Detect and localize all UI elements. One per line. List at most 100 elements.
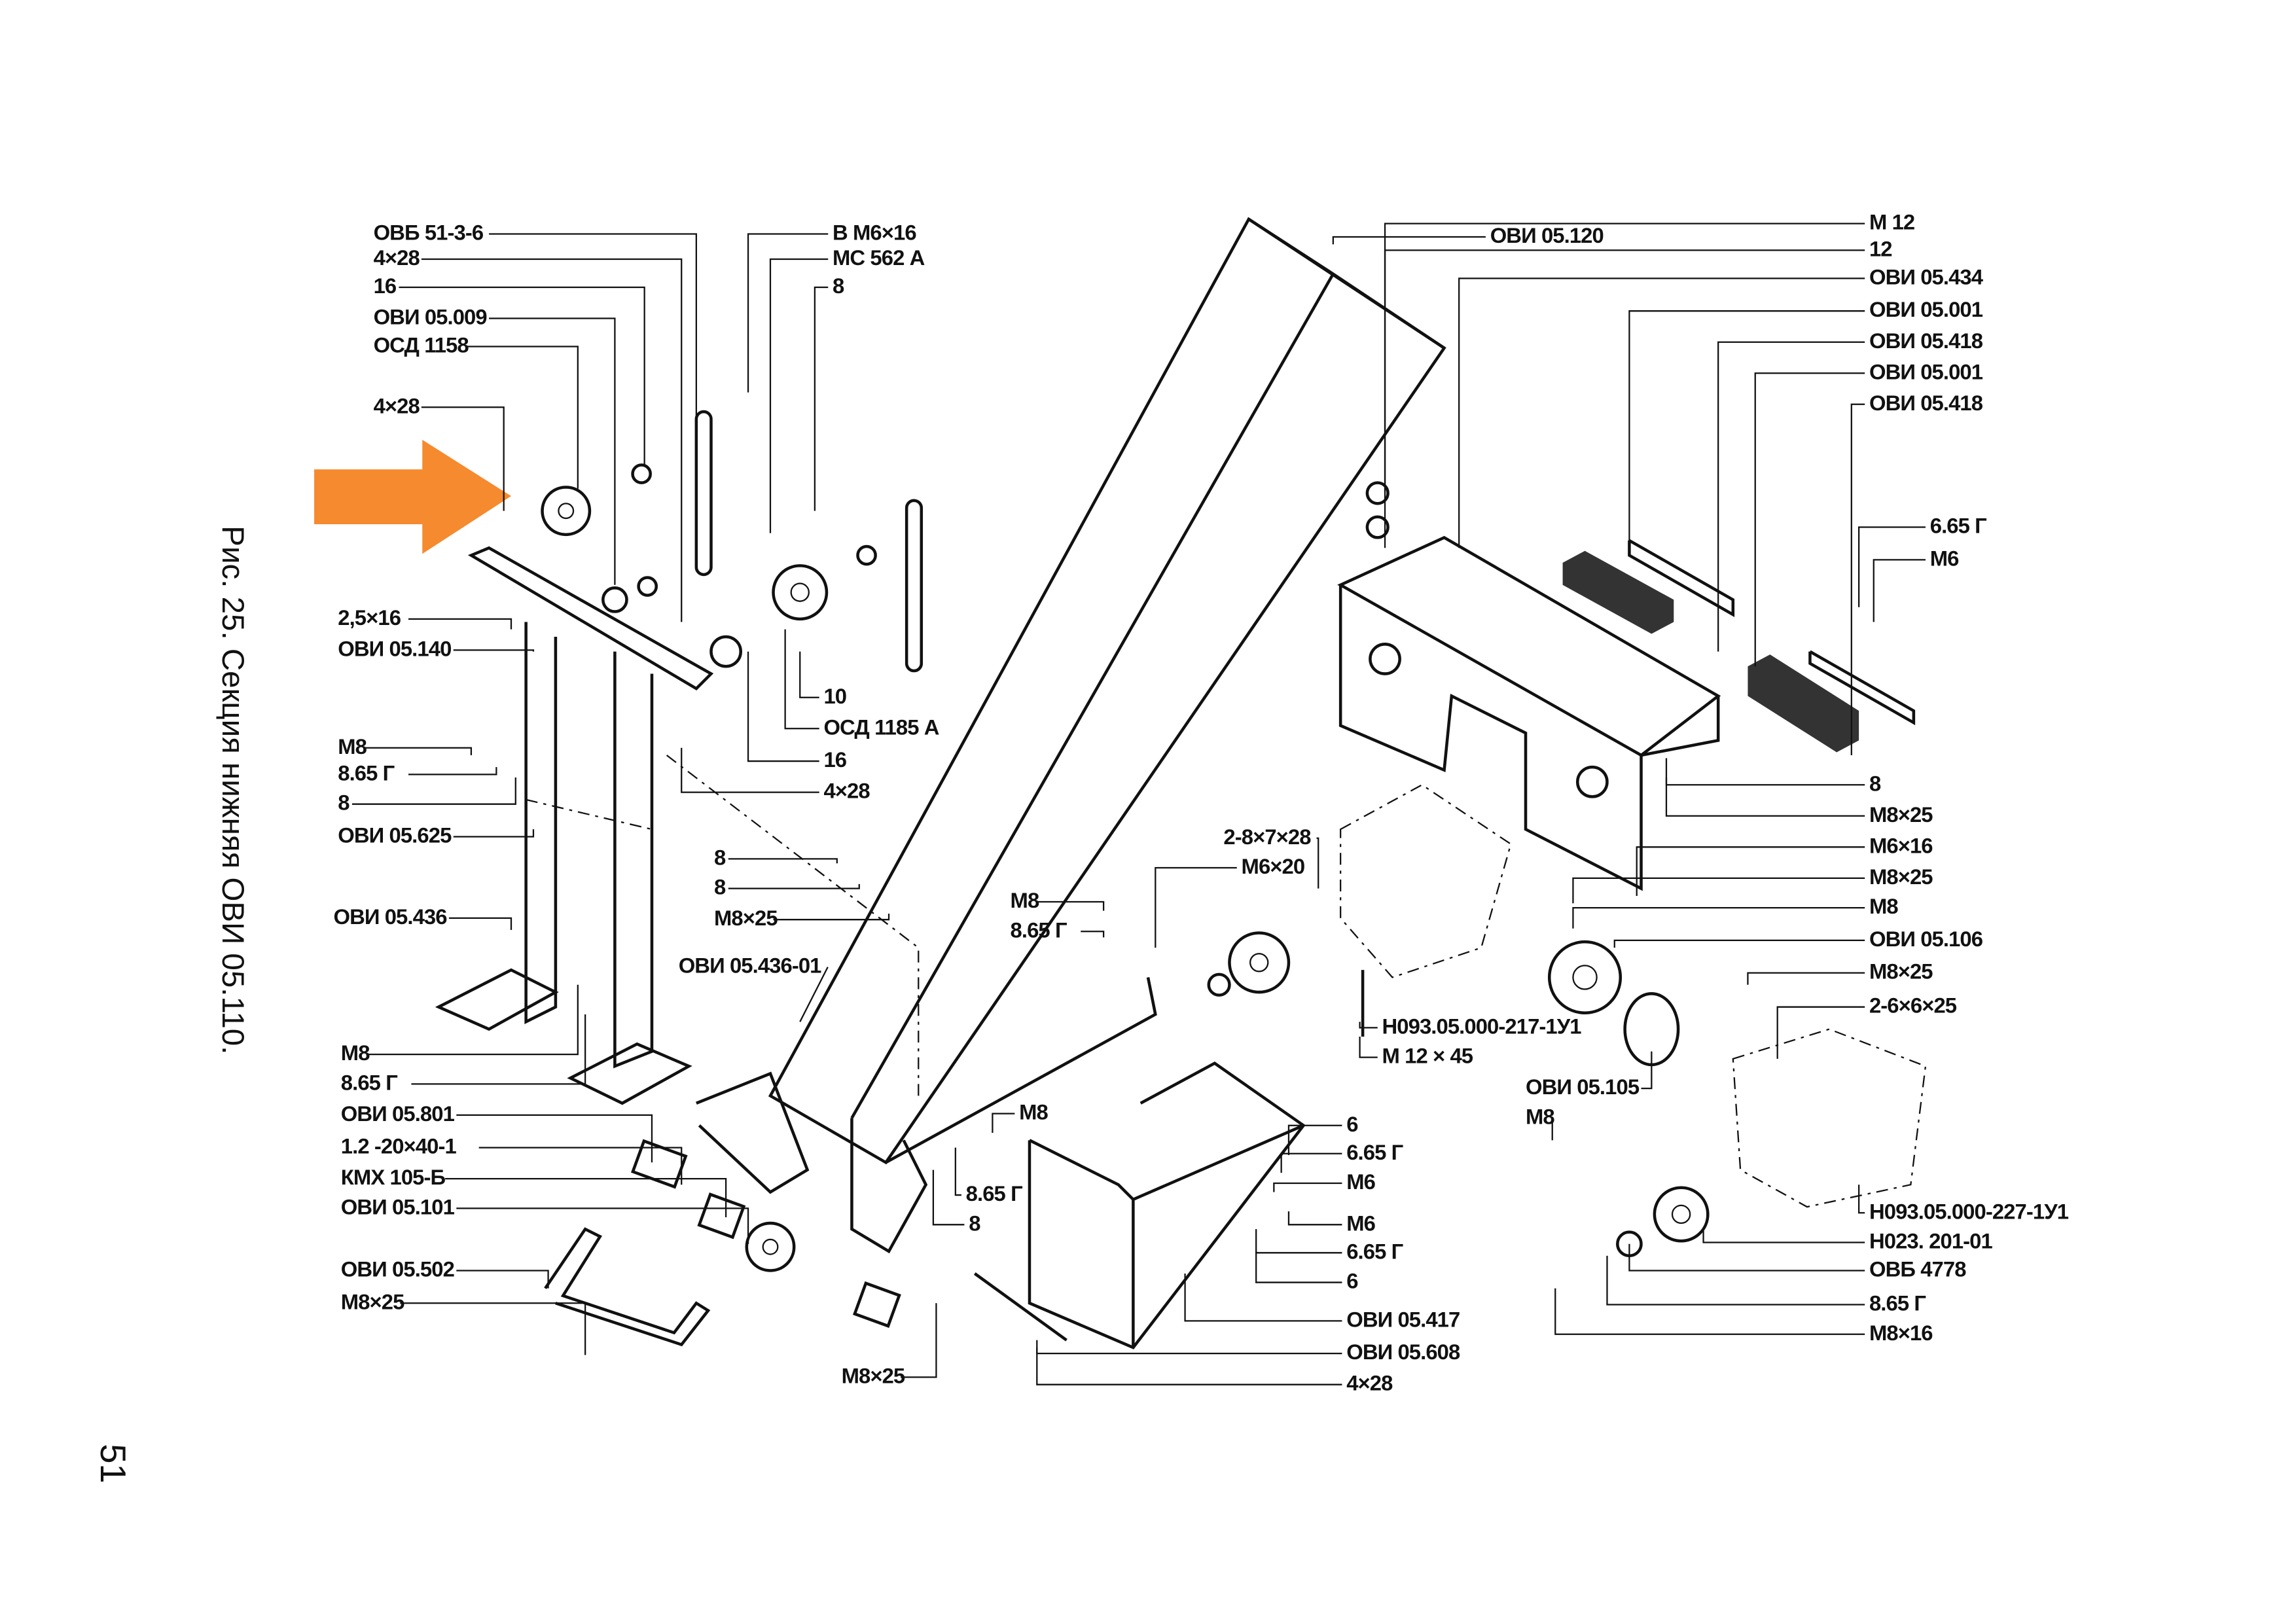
part-label: М8 (1869, 894, 1898, 918)
part-label: ОВИ 05.436-01 (679, 954, 821, 978)
part-label: 6.65 Г (1346, 1239, 1403, 1263)
leader-line (954, 1147, 961, 1196)
leader-line (466, 346, 579, 489)
part-label: 4×28 (1346, 1371, 1393, 1395)
part-label: ОВИ 05.436 (333, 904, 447, 929)
part-label: ОВИ 05.001 (1869, 297, 1983, 321)
frame-box (1337, 535, 1721, 891)
leader-line (366, 984, 579, 1056)
part-label: ОВИ 05.106 (1869, 927, 1983, 951)
leader-line (1702, 1229, 1865, 1243)
leader-line (1754, 372, 1865, 667)
part-label: 1.2 -20×40-1 (341, 1134, 457, 1158)
leader-line (408, 767, 497, 776)
leader-line (1551, 1117, 1553, 1141)
figure-caption: Рис. 25. Секция нижняя ОВИ 05.110. (215, 526, 250, 1054)
part-label: 2,5×16 (338, 605, 401, 630)
leader-line (478, 1147, 683, 1185)
leader-line (728, 883, 860, 889)
leader-line (421, 258, 683, 622)
part-label: ОВИ 05.001 (1869, 359, 1983, 383)
part-label: ОВИ 05.434 (1869, 264, 1984, 289)
part-label: 8 (714, 875, 726, 899)
leader-line (489, 317, 616, 585)
part-label: 4×28 (823, 779, 870, 803)
part-label: М 12 (1869, 210, 1914, 234)
gearboxes (526, 755, 1927, 1208)
part-label: ОВИ 05.502 (341, 1257, 454, 1281)
part-label: 8.65 Г (341, 1070, 397, 1094)
leader-line (1332, 236, 1486, 245)
part-label: 8.65 Г (338, 760, 394, 785)
part-label: ОСД 1185 А (823, 715, 939, 739)
leader-line (456, 1114, 653, 1163)
part-label: М8 (341, 1041, 370, 1065)
part-label: 8.65 Г (1869, 1291, 1926, 1315)
leader-line (773, 914, 890, 921)
leader-line (456, 1270, 549, 1289)
page-number: 51 (93, 1444, 133, 1483)
part-label: М8×25 (714, 906, 778, 930)
leader-line (1636, 846, 1865, 896)
part-label: М 12 × 45 (1382, 1044, 1473, 1068)
leader-line (363, 747, 473, 756)
part-label: М6×20 (1242, 854, 1305, 878)
part-label: МС 562 А (833, 245, 925, 270)
part-label: М8 (1526, 1104, 1554, 1128)
part-label: 8 (969, 1211, 980, 1235)
leader-line (1717, 341, 1865, 652)
orange-pointer-arrow (314, 440, 512, 554)
part-label: М6×16 (1869, 833, 1933, 857)
leader-line (1273, 1182, 1342, 1192)
bracket-ovi-05-502 (544, 1227, 711, 1347)
leader-line (799, 651, 819, 698)
leader-line (1035, 901, 1105, 911)
leader-line (1641, 1051, 1653, 1090)
part-label: ОВИ 05.418 (1869, 329, 1983, 353)
part-label: М8×16 (1869, 1321, 1933, 1345)
leader-line (453, 649, 535, 652)
part-label: М6 (1346, 1169, 1375, 1194)
part-label: 6.65 Г (1930, 514, 1986, 538)
part-label: М8 (338, 734, 367, 758)
part-label: 2-6×6×25 (1869, 993, 1957, 1018)
sprockets (541, 463, 1710, 1329)
part-label: М8 (1019, 1100, 1048, 1124)
part-label: 8 (714, 845, 726, 869)
tray-ovi-05-417 (1028, 1061, 1306, 1349)
part-label: 12 (1869, 236, 1892, 260)
part-label: 10 (823, 684, 846, 708)
part-label: ОВИ 05.417 (1346, 1307, 1460, 1331)
part-label: М6 (1930, 546, 1959, 570)
chute-ovi-05-120 (696, 217, 1446, 1254)
part-label: 4×28 (374, 245, 420, 270)
leader-line (351, 777, 516, 805)
part-label: Н093.05.000-217-1У1 (1382, 1014, 1582, 1038)
leader-line (1287, 1211, 1342, 1226)
leader-line (1184, 1273, 1342, 1322)
leader-line (1628, 1243, 1865, 1272)
leader-line (747, 651, 819, 762)
leader-line (453, 829, 535, 838)
part-label: М8×25 (341, 1289, 404, 1313)
leader-line (1554, 1288, 1865, 1335)
leader-line (1572, 906, 1865, 929)
part-label: 8 (1869, 771, 1881, 795)
part-label: М8×25 (1869, 959, 1933, 984)
leader-line (1287, 1124, 1342, 1155)
leader-line (992, 1113, 1015, 1133)
leader-lines (351, 223, 1926, 1385)
leader-line (1665, 758, 1865, 786)
leader-line (769, 258, 829, 533)
part-label: 8.65 Г (966, 1181, 1022, 1205)
leader-line (1613, 939, 1865, 948)
leader-line (408, 618, 512, 630)
leader-line (728, 858, 838, 864)
part-label: ОВИ 05.625 (338, 823, 452, 847)
leader-line (445, 1178, 727, 1217)
leader-line (932, 1169, 965, 1226)
leader-line (1155, 866, 1237, 948)
part-label: М8×25 (1869, 865, 1933, 889)
